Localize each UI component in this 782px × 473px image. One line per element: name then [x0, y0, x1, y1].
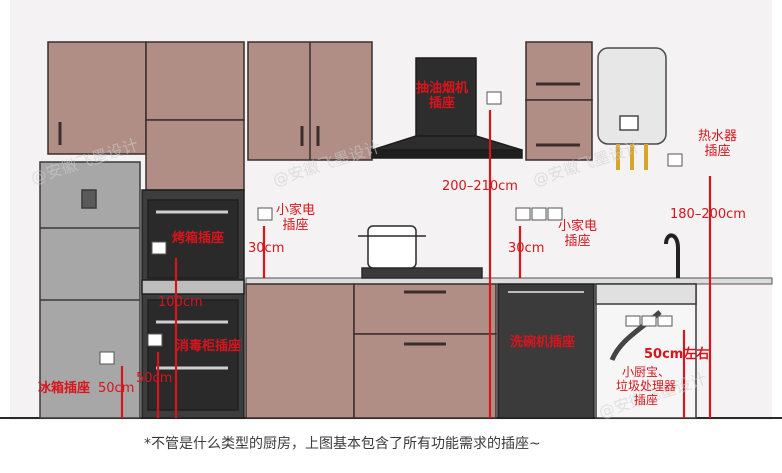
dishwasher-socket-label: 洗碗机插座	[510, 335, 576, 350]
small-appliance-socket-mid-2	[531, 207, 547, 221]
hood-socket	[486, 91, 502, 105]
heater-socket	[667, 153, 683, 167]
fridge-height-label: 50cm	[98, 381, 135, 396]
sink-height-label: 50cm左右	[644, 347, 710, 362]
water-heater	[597, 47, 667, 170]
range-hood-height-label: 200–210cm	[442, 179, 518, 194]
sterilizer-socket-label: 消毒柜插座	[176, 339, 242, 354]
range-hood	[371, 57, 523, 159]
small-appliance-left-label: 小家电 插座	[276, 203, 316, 233]
faucet	[664, 233, 680, 278]
caption: *不管是什么类型的厨房，上图基本包含了所有功能需求的插座~	[144, 436, 541, 452]
dishwasher	[497, 283, 595, 419]
small-appliance-left-height-label: 30cm	[248, 241, 285, 256]
water-heater-height-label: 180–200cm	[670, 207, 746, 222]
sink-socket-label: 小厨宝、 垃圾处理器 插座	[616, 365, 677, 407]
range-hood-socket-label: 抽油烟机 插座	[416, 81, 469, 111]
oven-height-label: 100cm	[158, 295, 203, 310]
sink-socket-2	[641, 315, 657, 327]
water-heater-socket-label: 热水器 插座	[698, 129, 738, 159]
sink-socket-3	[657, 315, 673, 327]
small-appliance-socket-left	[257, 207, 273, 221]
oven-socket	[151, 241, 167, 255]
small-appliance-mid-label: 小家电 插座	[558, 219, 598, 249]
sink-cabinet	[595, 283, 697, 419]
small-appliance-mid-height-label: 30cm	[508, 241, 545, 256]
sterilizer-height-label: 50cm	[136, 371, 173, 386]
stove-pot	[358, 225, 483, 279]
fridge-socket	[99, 351, 115, 365]
fridge-socket-label: 冰箱插座	[38, 381, 91, 396]
sterilizer-socket	[147, 333, 163, 347]
small-appliance-socket-mid-1	[515, 207, 531, 221]
sink-socket-1	[625, 315, 641, 327]
lower-cabinets	[245, 283, 497, 419]
countertop	[245, 277, 773, 285]
upper-cabinets	[47, 41, 593, 191]
fridge	[39, 161, 141, 419]
measure-lines	[120, 110, 712, 418]
oven-socket-label: 烤箱插座	[172, 231, 225, 246]
small-appliance-socket-mid-3	[547, 207, 563, 221]
